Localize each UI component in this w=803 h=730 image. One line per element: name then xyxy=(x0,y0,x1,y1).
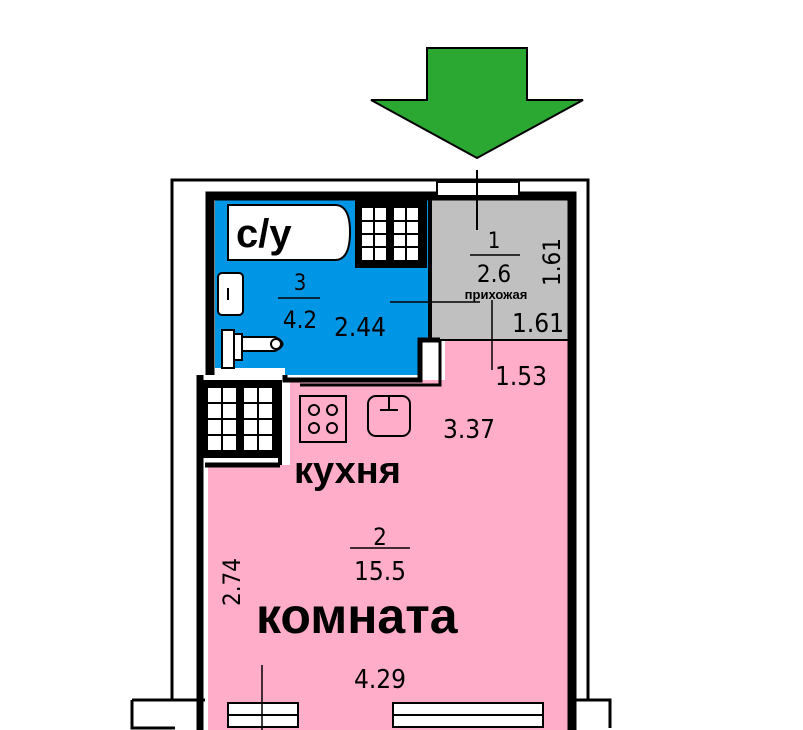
living-label: комната xyxy=(256,588,459,644)
vent-shaft-kitchen xyxy=(200,380,280,458)
living-room-fill xyxy=(208,340,568,730)
bathroom-area: 4.2 xyxy=(283,306,317,334)
kitchen-label: кухня xyxy=(294,450,401,492)
outer-outline xyxy=(130,178,612,730)
hallway-dim-vertical: 1.61 xyxy=(538,238,566,286)
bathtub-icon xyxy=(227,204,352,261)
down-arrow-icon xyxy=(370,47,584,160)
toilet-icon xyxy=(221,329,284,369)
bathroom-label: с/у xyxy=(236,212,292,256)
kitchen-sink-icon xyxy=(367,395,411,437)
living-dim-height: 2.74 xyxy=(218,558,246,606)
bathroom-number: 3 xyxy=(294,271,307,296)
bathroom-width-dim: 2.44 xyxy=(334,313,386,343)
living-dim-width: 4.29 xyxy=(354,665,406,695)
hallway-dim-horizontal: 1.61 xyxy=(512,309,564,339)
sink-icon xyxy=(217,272,244,316)
living-number: 2 xyxy=(373,523,387,551)
window-bottom xyxy=(227,702,544,728)
hallway-area: 2.6 xyxy=(477,260,511,288)
hallway-fill xyxy=(430,200,568,340)
kitchen-dim-a: 1.53 xyxy=(495,362,547,392)
hallway-label: прихожая xyxy=(465,287,528,302)
vent-shaft-bathroom xyxy=(355,200,427,268)
kitchen-dim-b: 3.37 xyxy=(443,415,495,445)
entrance-opening xyxy=(436,170,520,230)
stove-icon xyxy=(299,395,347,443)
leader-lines xyxy=(261,254,520,730)
living-area: 15.5 xyxy=(354,557,406,587)
hallway-number: 1 xyxy=(488,229,501,254)
